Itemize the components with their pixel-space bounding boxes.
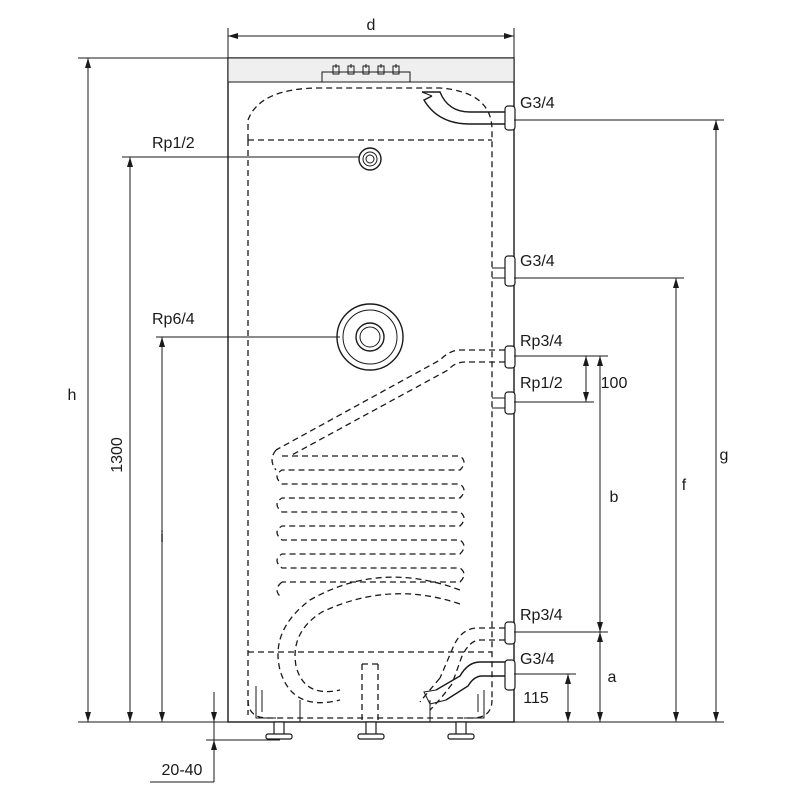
- dimension-lines: [78, 28, 724, 783]
- heating-coil: [271, 349, 505, 711]
- right-connection-stubs: [492, 105, 516, 691]
- label-b: b: [610, 489, 619, 506]
- label-f: f: [682, 477, 687, 494]
- label-g34-bottom: G3/4: [520, 651, 555, 668]
- label-rp34-coil-in: Rp3/4: [520, 333, 563, 350]
- label-115: 115: [523, 690, 549, 707]
- dimension-arrows: [85, 33, 719, 750]
- label-i: i: [160, 529, 164, 546]
- inspection-flange: [336, 303, 404, 371]
- label-d: d: [367, 17, 376, 34]
- label-rp34-coil-out: Rp3/4: [520, 607, 563, 624]
- connection-labels: G3/4 G3/4 Rp3/4 Rp1/2 Rp3/4 G3/4 Rp1/2 R…: [152, 95, 563, 668]
- label-1300: 1300: [109, 437, 126, 473]
- thermometer-socket: [358, 147, 382, 171]
- hot-water-outlet-pipe: [421, 91, 505, 125]
- label-a: a: [608, 669, 617, 686]
- label-h: h: [68, 387, 77, 404]
- label-g34-mid: G3/4: [520, 253, 555, 270]
- tank-body: [227, 57, 515, 723]
- tank-feet: [255, 686, 485, 740]
- dimension-labels: d h 1300 i g f b a 100 115 20-40: [68, 17, 729, 779]
- bottom-drain: [361, 663, 379, 720]
- label-rp12-sensor: Rp1/2: [520, 375, 563, 392]
- label-g: g: [720, 447, 729, 464]
- label-rp64-flange: Rp6/4: [152, 311, 195, 328]
- label-rp12-thermometer: Rp1/2: [152, 135, 195, 152]
- inner-vessel: [247, 87, 493, 719]
- label-g34-top: G3/4: [520, 95, 555, 112]
- cold-water-inlet-pipe: [423, 661, 505, 705]
- label-100: 100: [601, 375, 628, 392]
- label-20-40: 20-40: [162, 762, 203, 779]
- top-terminals: [321, 64, 411, 83]
